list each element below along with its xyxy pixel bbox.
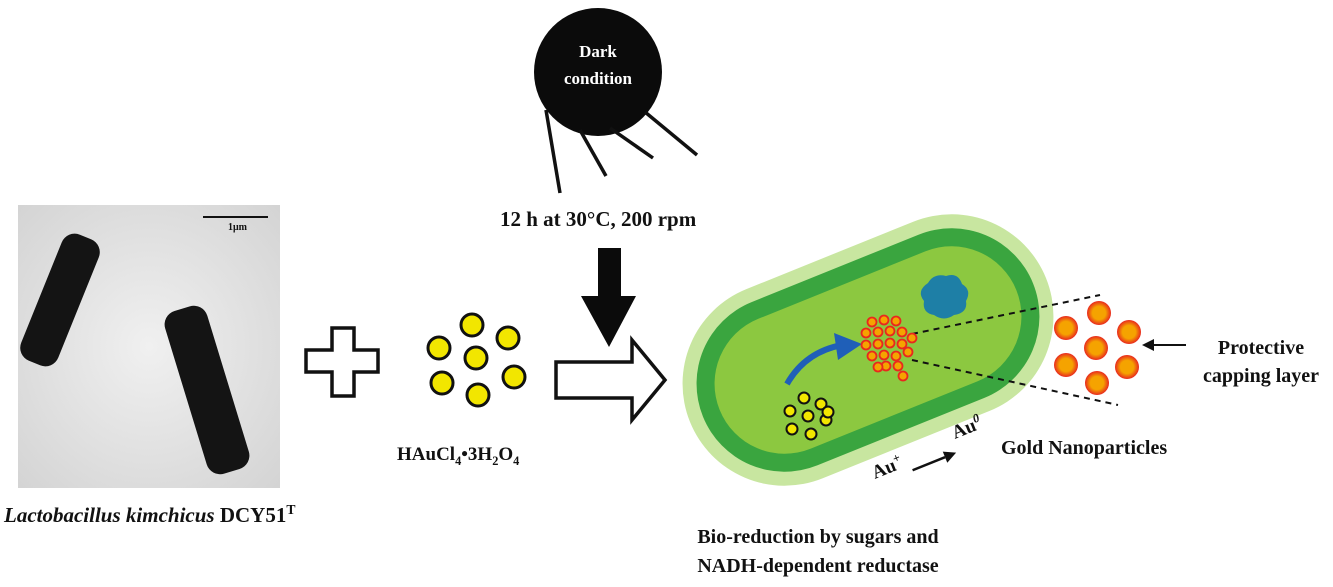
gold-nanoparticles-label: Gold Nanoparticles bbox=[1001, 437, 1168, 459]
down-arrow-icon bbox=[581, 248, 636, 347]
formula-sub-3: 4 bbox=[513, 453, 520, 468]
capping-line2: capping layer bbox=[1202, 365, 1320, 387]
conversion-arrow-icon bbox=[784, 333, 862, 386]
tem-micrograph bbox=[18, 205, 280, 488]
bacterium-species: Lactobacillus kimchicus bbox=[4, 503, 215, 527]
oxidation-state-arrow-icon bbox=[912, 451, 957, 472]
reaction-arrow-icon bbox=[554, 335, 668, 425]
bacterium-rod-2 bbox=[164, 305, 250, 475]
bacterium-strain-sup: T bbox=[286, 502, 296, 517]
dark-condition-line1: Dark bbox=[579, 42, 617, 61]
bio-reduction-line2: NADH-dependent reductase bbox=[697, 555, 939, 577]
formula-part-2: •3H bbox=[461, 444, 493, 465]
gold-nanoparticle-cluster bbox=[1054, 301, 1141, 395]
bacterium-strain: DCY51 bbox=[219, 503, 287, 527]
formula-part-1: HAuCl bbox=[397, 444, 456, 465]
nucleoid bbox=[920, 275, 969, 319]
bacterium-rod-1 bbox=[20, 233, 100, 367]
capping-pointer-arrow-icon bbox=[1142, 339, 1186, 351]
dark-condition-line2: condition bbox=[563, 69, 633, 88]
formula-part-3: O bbox=[498, 444, 514, 465]
incubation-label: 12 h at 30°C, 200 rpm bbox=[500, 207, 697, 231]
gold-ion-cluster bbox=[426, 312, 527, 408]
formula-sub-1: 4 bbox=[455, 453, 462, 468]
bio-reduction-caption: Bio-reduction by sugars and NADH-depende… bbox=[648, 523, 988, 581]
capping-line1: Protective bbox=[1217, 337, 1305, 359]
bacterium-name: Lactobacillus kimchicus DCY51T bbox=[4, 502, 295, 528]
internal-gold-ions bbox=[783, 391, 835, 441]
dark-condition-label: Dark condition bbox=[548, 38, 648, 92]
precursor-formula: HAuCl4•3H2O4 bbox=[397, 444, 519, 469]
internal-nanoparticle-cluster bbox=[860, 314, 918, 382]
zoom-line-bottom bbox=[911, 359, 1119, 406]
bio-reduction-line1: Bio-reduction by sugars and bbox=[697, 526, 939, 548]
dark-condition-lamp bbox=[534, 8, 699, 194]
formula-sub-2: 2 bbox=[492, 453, 499, 468]
plus-icon bbox=[304, 326, 380, 398]
capping-layer-label: Protective capping layer bbox=[1190, 334, 1332, 390]
scale-bar-label: 1μm bbox=[228, 222, 247, 233]
